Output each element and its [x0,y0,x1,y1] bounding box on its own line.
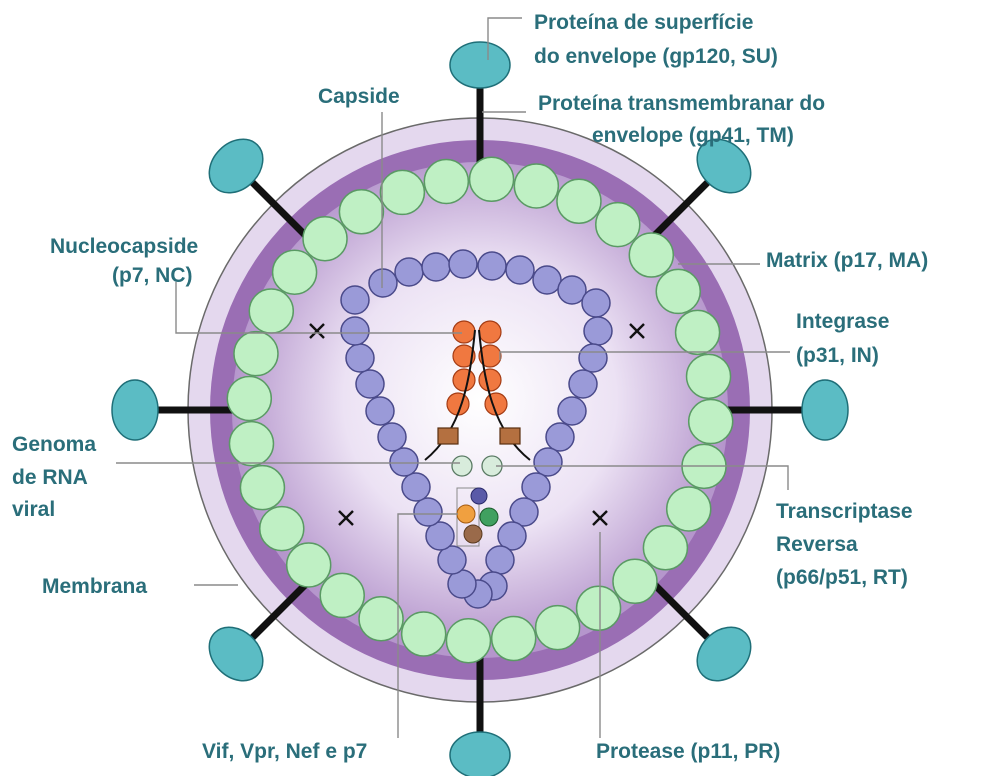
matrix-bead [402,612,446,656]
label-transmembrane-line2: envelope (gp41, TM) [592,124,794,147]
integrase-bead [479,321,501,343]
matrix-bead [492,617,536,661]
label-capsid: Capside [318,85,400,108]
matrix-bead [687,354,731,398]
integrase-bead [453,369,475,391]
label-accessory-proteins: Vif, Vpr, Nef e p7 [202,740,367,763]
matrix-bead [676,310,720,354]
capsid-bead [402,473,430,501]
matrix-bead [320,573,364,617]
capsid-bead [414,498,442,526]
accessory-protein-bead [457,505,475,523]
capsid-bead [369,269,397,297]
label-nucleocapsid-line2: (p7, NC) [112,264,193,287]
matrix-bead [667,487,711,531]
label-rt-line3: (p66/p51, RT) [776,566,908,589]
label-protease: Protease (p11, PR) [596,740,780,763]
capsid-bead [506,256,534,284]
matrix-bead [596,203,640,247]
capsid-bead [558,397,586,425]
capsid-bead [378,423,406,451]
matrix-bead [303,217,347,261]
matrix-bead [380,170,424,214]
capsid-bead [486,546,514,574]
capsid-bead [569,370,597,398]
capsid-bead [584,317,612,345]
label-surface-protein-line1: Proteína de superfície [534,11,753,34]
label-nucleocapsid-line1: Nucleocapside [50,235,198,258]
matrix-bead [229,422,273,466]
label-integrase-line2: (p31, IN) [796,344,879,367]
capsid-bead [533,266,561,294]
rna-cap-right [500,428,520,444]
label-rt-line2: Reversa [776,533,858,556]
label-transmembrane-line1: Proteína transmembranar do [538,92,825,115]
matrix-bead [470,157,514,201]
matrix-bead [514,164,558,208]
label-reverse-transcriptase: Transcriptase Reversa (p66/p51, RT) [776,500,918,589]
label-membrane: Membrana [42,575,147,598]
matrix-bead [260,507,304,551]
glycoprotein-knob [450,732,510,776]
capsid-bead [341,286,369,314]
matrix-bead [577,586,621,630]
integrase-bead [453,321,475,343]
capsid-bead [478,252,506,280]
capsid-bead [546,423,574,451]
matrix-bead [689,400,733,444]
glycoprotein-knob [450,42,510,88]
matrix-bead [240,466,284,510]
matrix-bead [287,543,331,587]
accessory-protein-bead [471,488,487,504]
label-surface-protein: Proteína de superfície do envelope (gp12… [534,11,778,68]
matrix-bead [643,526,687,570]
label-integrase: Integrase (p31, IN) [796,310,895,367]
matrix-bead [339,190,383,234]
matrix-bead [656,269,700,313]
accessory-protein-bead [464,525,482,543]
capsid-bead [346,344,374,372]
matrix-bead [234,332,278,376]
capsid-bead [522,473,550,501]
capsid-bead [366,397,394,425]
matrix-bead [249,289,293,333]
matrix-bead [273,250,317,294]
matrix-bead [227,376,271,420]
label-nucleocapsid: Nucleocapside (p7, NC) [50,235,204,287]
capsid-bead [422,253,450,281]
capsid-bead [579,344,607,372]
glycoprotein-knob [112,380,158,440]
label-surface-protein-line2: do envelope (gp120, SU) [534,45,778,68]
capsid-bead [356,370,384,398]
matrix-bead [359,597,403,641]
label-rna-genome-line1: Genoma [12,433,96,456]
matrix-bead [446,619,490,663]
accessory-protein-bead [480,508,498,526]
label-matrix: Matrix (p17, MA) [766,249,928,272]
capsid-bead [395,258,423,286]
capsid-bead [449,250,477,278]
rna-cap-left [438,428,458,444]
matrix-bead [629,233,673,277]
capsid-bead [582,289,610,317]
label-rt-line1: Transcriptase [776,500,913,523]
reverse-transcriptase-bead [452,456,472,476]
matrix-bead [424,159,468,203]
matrix-bead [557,179,601,223]
label-rna-genome-line2: de RNA [12,466,88,489]
glycoprotein-knob [802,380,848,440]
capsid-bead [534,448,562,476]
matrix-bead [613,559,657,603]
label-rna-genome: Genoma de RNA viral [12,433,102,521]
label-rna-genome-line3: viral [12,498,55,521]
integrase-bead [479,369,501,391]
matrix-bead [536,606,580,650]
capsid-bead [390,448,418,476]
label-integrase-line1: Integrase [796,310,889,333]
capsid-bead [341,317,369,345]
